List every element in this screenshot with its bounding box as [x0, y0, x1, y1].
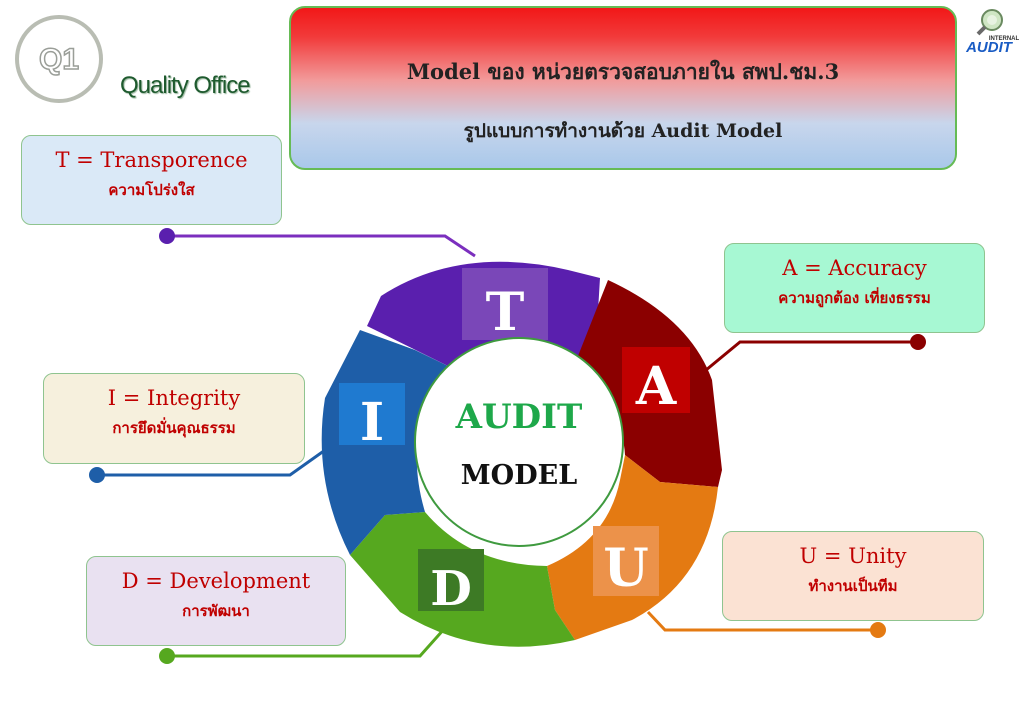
- internal-audit-line-2: AUDIT: [965, 39, 1014, 54]
- segment-i-square: [339, 383, 405, 445]
- center-audit-label: AUDIT: [455, 397, 583, 437]
- card-t-heading: T = Transporence: [55, 148, 248, 172]
- connector-dot-i: [89, 467, 105, 483]
- card-i-heading: I = Integrity: [107, 386, 241, 410]
- segment-u-square: [593, 526, 659, 596]
- center-circle: [414, 337, 624, 547]
- magnifier-icon: [976, 9, 1003, 36]
- card-t-sub: ความโปร่งใส: [108, 181, 195, 199]
- card-accuracy: A = Accuracy ความถูกต้อง เที่ยงธรรม: [724, 243, 985, 333]
- segment-t-letter: T: [486, 282, 525, 343]
- card-a-heading: A = Accuracy: [782, 256, 927, 280]
- card-u-heading: U = Unity: [799, 544, 907, 568]
- connector-d: [167, 627, 447, 658]
- title-box: Model ของ หน่วยตรวจสอบภายใน สพป.ชม.3 รูป…: [289, 6, 957, 170]
- segment-a-square: [622, 347, 690, 413]
- connector-dot-t: [159, 228, 175, 244]
- quality-office-label: Quality Office: [120, 72, 251, 99]
- q1-logo: Q1: [15, 15, 103, 103]
- center-model-label: MODEL: [461, 460, 577, 491]
- internal-audit-line-1: INTERNAL: [989, 36, 1020, 42]
- card-d-sub: การพัฒนา: [182, 602, 250, 620]
- segment-u-letter: U: [603, 538, 648, 599]
- title-line-1: Model ของ หน่วยตรวจสอบภายใน สพป.ชม.3: [406, 59, 840, 84]
- connector-a: [699, 340, 918, 377]
- card-u-sub: ทำงานเป็นทีม: [808, 577, 898, 595]
- connector-dot-u: [870, 622, 886, 638]
- internal-audit-logo: INTERNAL AUDIT: [965, 9, 1020, 54]
- segment-t-square: [462, 268, 548, 340]
- card-i-sub: การยึดมั่นคุณธรรม: [112, 419, 236, 437]
- segment-a-letter: A: [635, 356, 677, 417]
- segment-d-square: [418, 549, 484, 611]
- connector-t: [167, 234, 476, 258]
- card-transporence: T = Transporence ความโปร่งใส: [21, 135, 282, 225]
- connector-u: [646, 610, 878, 632]
- card-a-sub: ความถูกต้อง เที่ยงธรรม: [778, 289, 931, 307]
- segment-d-letter: D: [430, 561, 472, 617]
- title-line-2: รูปแบบการทำงานด้วย Audit Model: [463, 120, 783, 142]
- connector-i: [97, 446, 329, 477]
- card-unity: U = Unity ทำงานเป็นทีม: [722, 531, 984, 621]
- segment-i-letter: I: [360, 392, 384, 453]
- connector-dot-d: [159, 648, 175, 664]
- q1-label: Q1: [39, 43, 79, 76]
- connector-dot-a: [910, 334, 926, 350]
- card-integrity: I = Integrity การยึดมั่นคุณธรรม: [43, 373, 305, 464]
- card-development: D = Development การพัฒนา: [86, 556, 346, 646]
- card-d-heading: D = Development: [121, 569, 311, 593]
